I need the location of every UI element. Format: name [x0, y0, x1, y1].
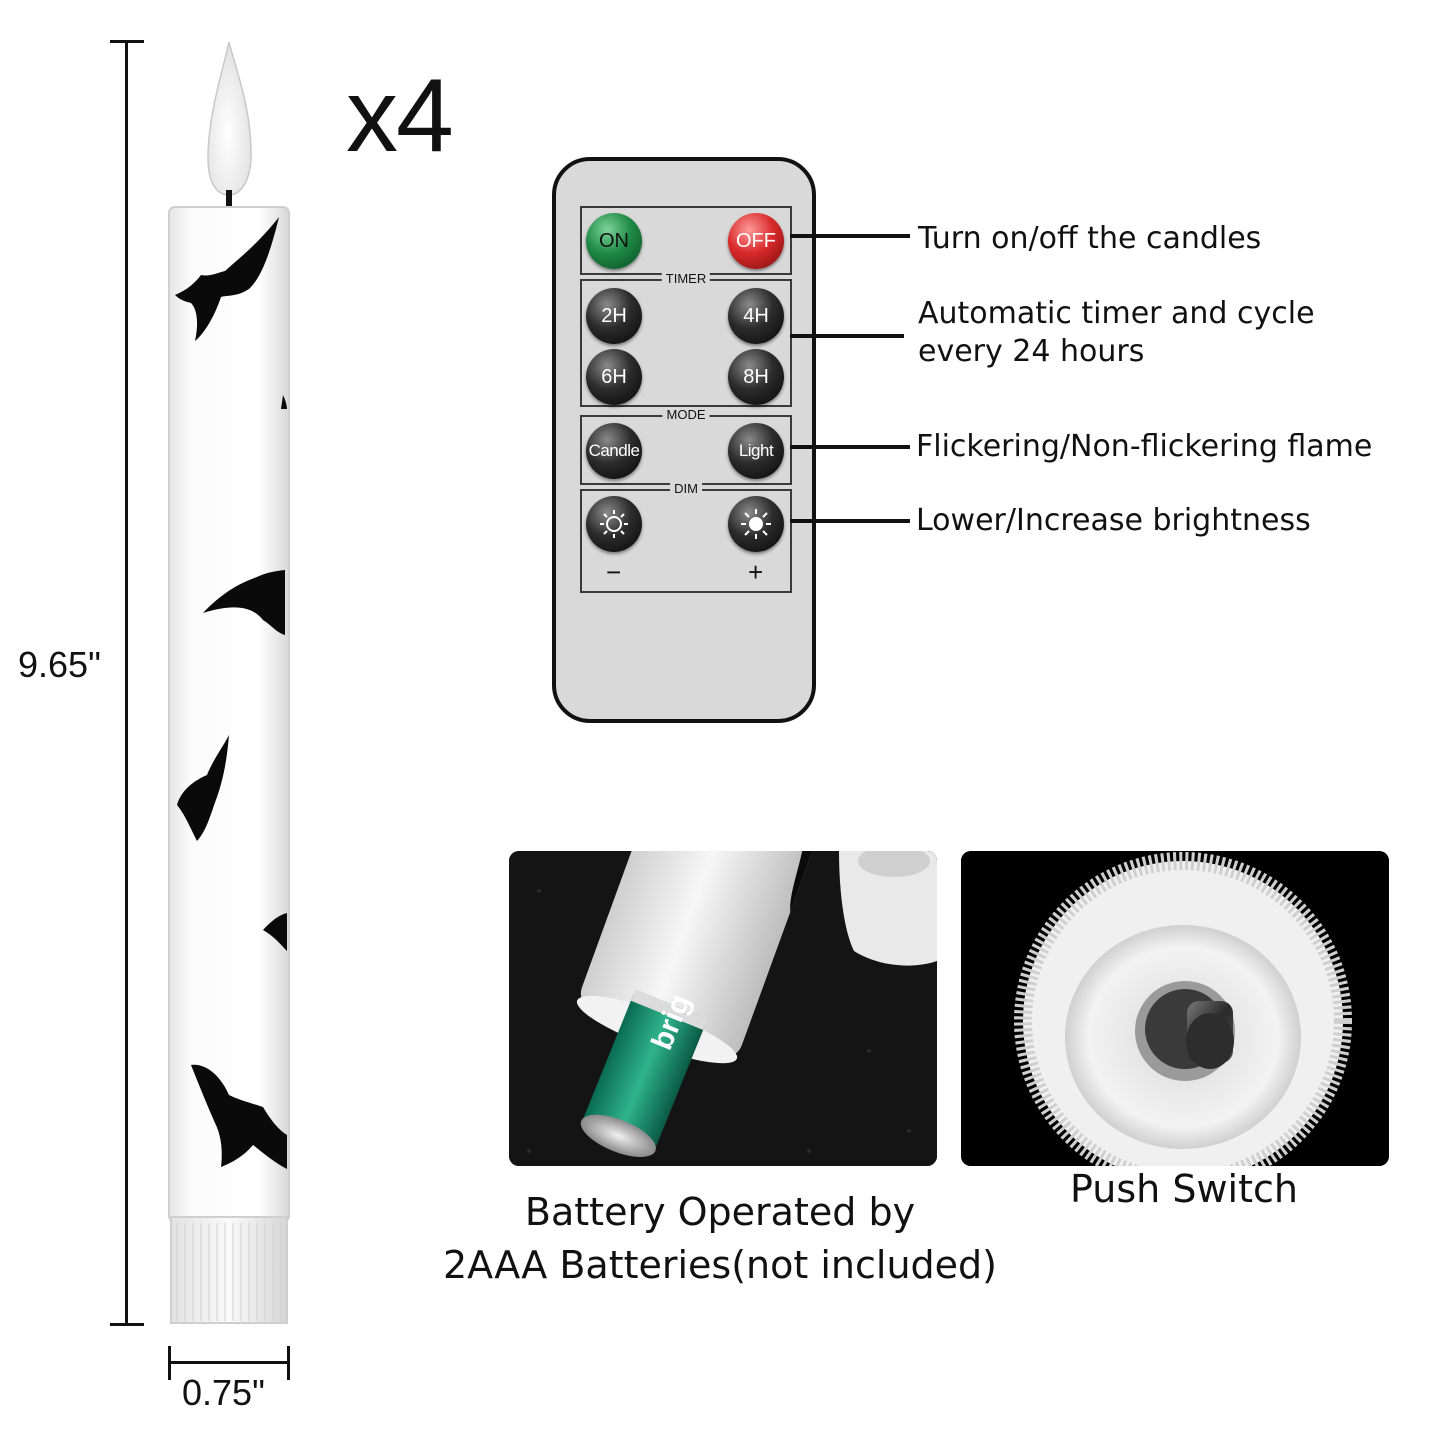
timer-panel: TIMER 2H 4H 6H 8H: [580, 271, 792, 407]
timer-4h-button[interactable]: 4H: [728, 288, 784, 344]
power-panel: ON OFF: [580, 206, 792, 275]
timer-2h-button[interactable]: 2H: [586, 288, 642, 344]
callout-power: Turn on/off the candles: [918, 221, 1262, 256]
battery-caption-line2: 2AAA Batteries(not included): [442, 1243, 997, 1287]
callout-timer-line1: Automatic timer and cycle: [918, 296, 1315, 331]
brightness-low-icon: [600, 510, 628, 538]
brightness-high-icon: [741, 509, 771, 539]
callout-timer-line2: every 24 hours: [918, 334, 1145, 369]
dim-down-button[interactable]: [586, 496, 642, 552]
light-mode-button[interactable]: Light: [728, 423, 784, 479]
dim-label: DIM: [670, 481, 702, 497]
timer-8h-button[interactable]: 8H: [728, 349, 784, 405]
callout-dim: Lower/Increase brightness: [916, 503, 1311, 538]
dim-plus-sign: +: [748, 557, 764, 587]
callout-line-dim: [790, 519, 910, 523]
remote-control: ON OFF TIMER 2H 4H 6H 8H MODE Candle Lig…: [552, 157, 816, 723]
battery-caption-line1: Battery Operated by: [524, 1190, 916, 1234]
push-switch-caption: Push Switch: [1070, 1167, 1298, 1211]
height-label: 9.65": [18, 644, 101, 685]
callout-line-mode: [790, 445, 910, 449]
candle-mode-button[interactable]: Candle: [586, 423, 642, 479]
mode-panel: MODE Candle Light: [580, 407, 792, 485]
timer-6h-button[interactable]: 6H: [586, 349, 642, 405]
push-switch-photo: [961, 851, 1389, 1166]
timer-label: TIMER: [661, 271, 711, 287]
off-button[interactable]: OFF: [728, 213, 784, 269]
quantity-label: x4: [346, 58, 454, 174]
dim-panel: DIM −: [580, 481, 792, 593]
dim-up-button[interactable]: [728, 496, 784, 552]
candle-body: [167, 205, 291, 1325]
battery-compartment-photo: brig: [509, 851, 937, 1166]
dim-minus-sign: −: [606, 557, 622, 587]
callout-line-power: [790, 234, 910, 238]
callout-mode: Flickering/Non-flickering flame: [916, 429, 1373, 464]
callout-line-timer: [790, 334, 904, 338]
on-button[interactable]: ON: [586, 213, 642, 269]
diameter-label: 0.75": [182, 1372, 265, 1413]
mode-label: MODE: [662, 407, 710, 423]
flame: [196, 40, 266, 215]
